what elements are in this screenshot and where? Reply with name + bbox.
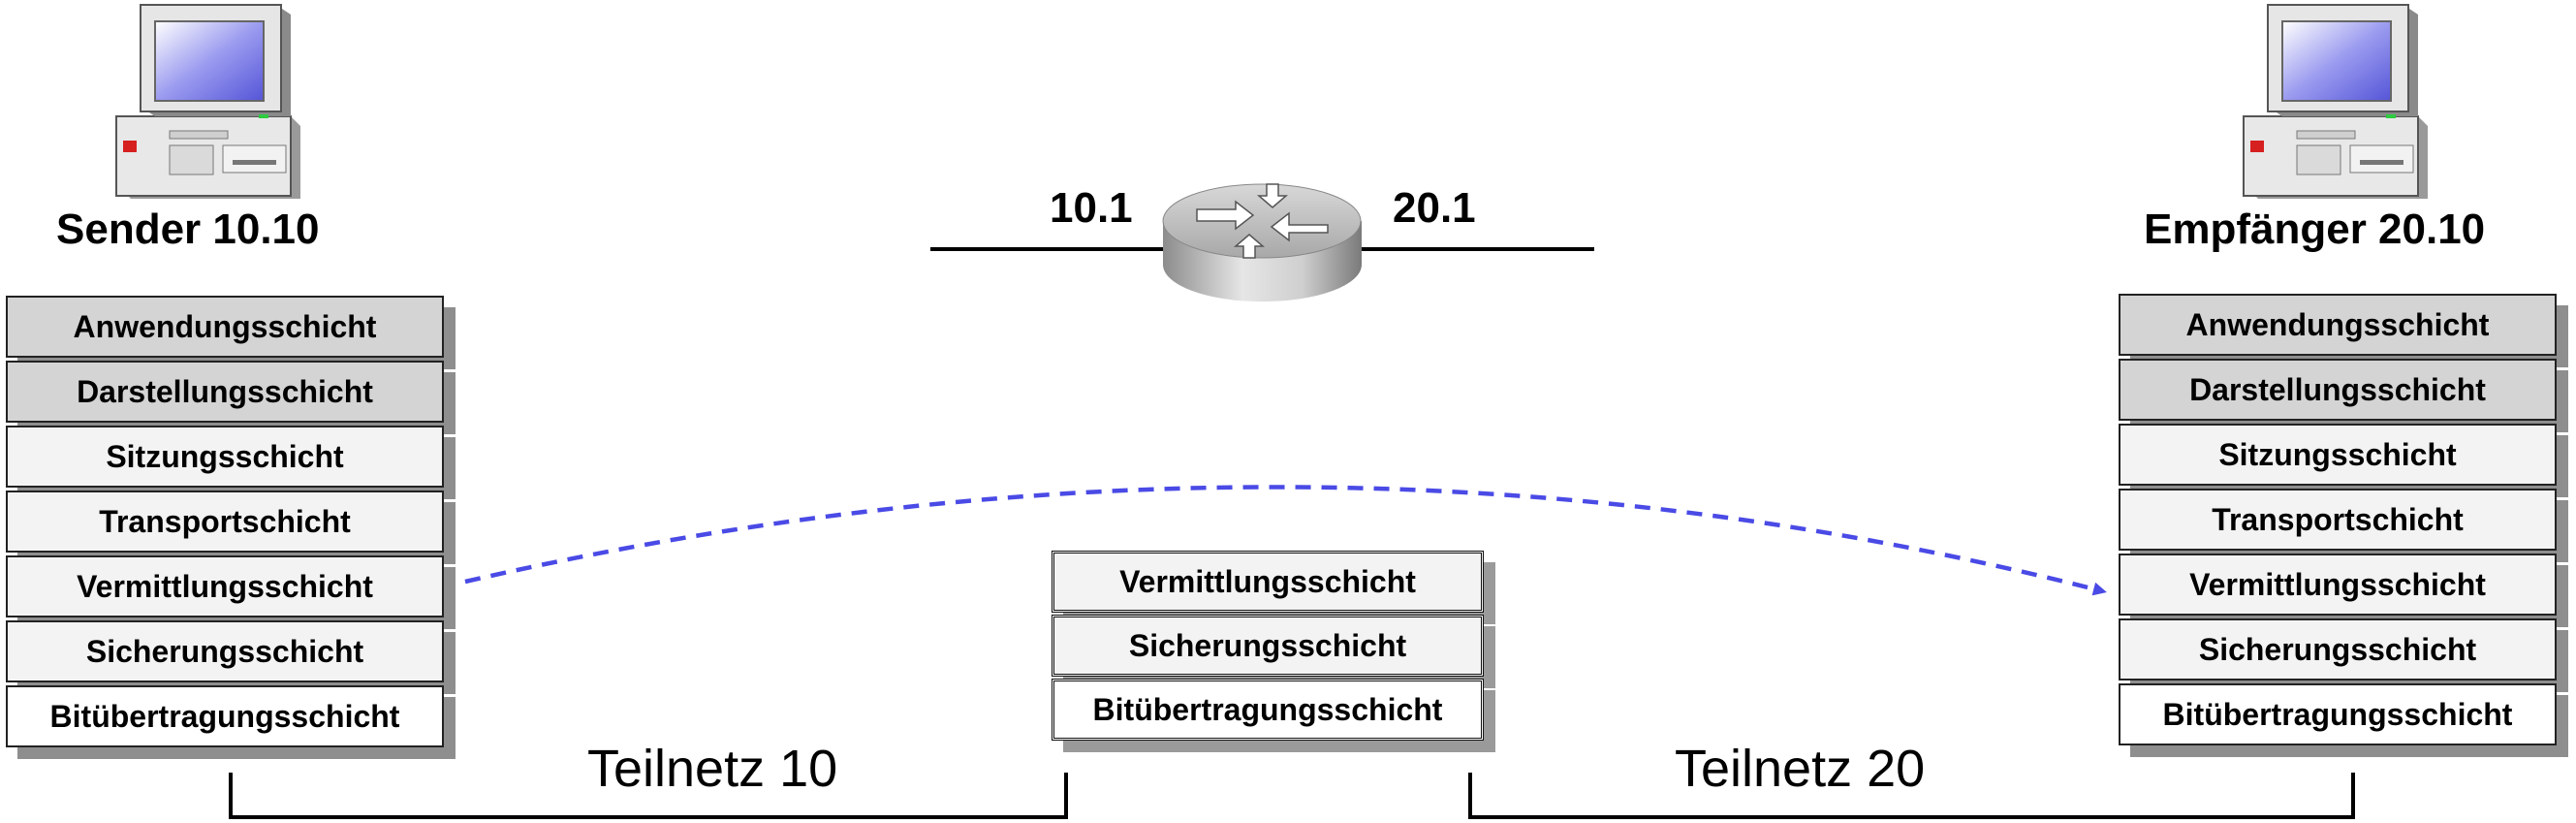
- sender-computer-icon: [115, 4, 300, 199]
- router-layer-vermittlung: Vermittlungsschicht: [1052, 551, 1484, 613]
- sender-layer-bituebertragung: Bitübertragungsschicht: [6, 685, 444, 747]
- subnet-10-label: Teilnetz 10: [587, 740, 838, 798]
- route-arrow: [464, 485, 2107, 596]
- sender-layer-sitzung: Sitzungsschicht: [6, 426, 444, 488]
- router-layer-bituebertragung: Bitübertragungsschicht: [1052, 679, 1484, 741]
- router-layer-sicherung: Sicherungsschicht: [1052, 615, 1484, 677]
- receiver-layer-sitzung: Sitzungsschicht: [2119, 424, 2557, 486]
- router-icon: [1162, 183, 1362, 302]
- sender-layer-darstellung: Darstellungsschicht: [6, 361, 444, 423]
- receiver-layer-bituebertragung: Bitübertragungsschicht: [2119, 683, 2557, 745]
- sender-title: Sender 10.10: [56, 206, 320, 253]
- receiver-title: Empfänger 20.10: [2144, 206, 2486, 253]
- router-right-ip: 20.1: [1393, 184, 1476, 232]
- subnet-10-bracket: [229, 773, 1068, 819]
- receiver-layer-vermittlung: Vermittlungsschicht: [2119, 554, 2557, 616]
- receiver-computer-icon: [2243, 4, 2428, 199]
- receiver-layer-anwendung: Anwendungsschicht: [2119, 294, 2557, 356]
- subnet-20-bracket: [1468, 773, 2355, 819]
- router-left-ip: 10.1: [1050, 184, 1133, 232]
- receiver-layer-transport: Transportschicht: [2119, 489, 2557, 551]
- receiver-layer-sicherung: Sicherungsschicht: [2119, 618, 2557, 681]
- sender-layer-sicherung: Sicherungsschicht: [6, 620, 444, 682]
- subnet-20-label: Teilnetz 20: [1675, 740, 1926, 798]
- sender-layer-vermittlung: Vermittlungsschicht: [6, 555, 444, 617]
- sender-layer-transport: Transportschicht: [6, 491, 444, 553]
- receiver-layer-darstellung: Darstellungsschicht: [2119, 359, 2557, 421]
- sender-layer-anwendung: Anwendungsschicht: [6, 296, 444, 358]
